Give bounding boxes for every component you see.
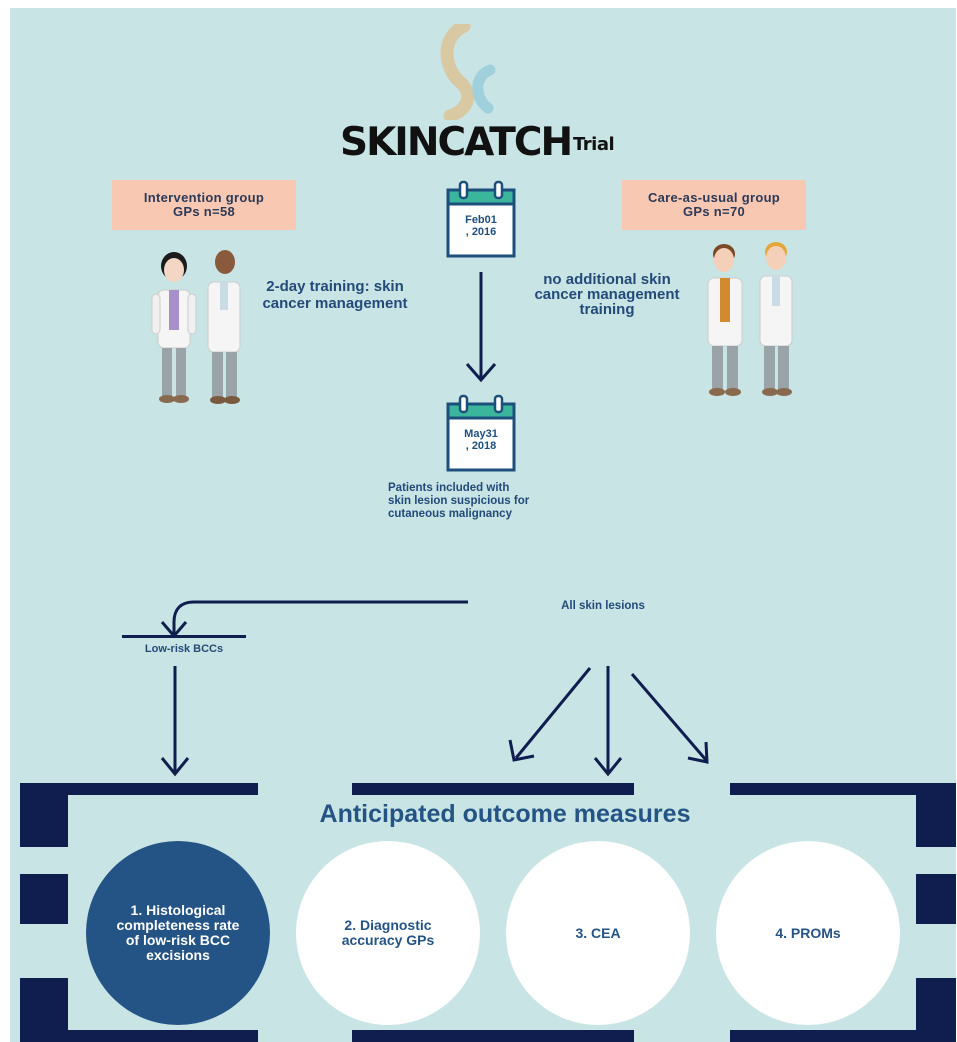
intervention-group-count: GPs n=58: [172, 204, 236, 219]
outcome-text-line: excisions: [146, 947, 210, 963]
patients-note-line: cutaneous malignancy: [388, 508, 512, 520]
outcome-proms: 4. PROMs: [716, 841, 900, 1025]
outcome-frame-right-mid: [916, 874, 956, 924]
timeline-arrow-icon: [465, 272, 497, 383]
outcome-frame-top-left: [20, 783, 258, 795]
calendar-end-icon: [446, 394, 516, 472]
outcome-histological-completeness: 1. Histological completeness rate of low…: [86, 841, 270, 1025]
outcome-frame-bottom-right: [730, 1030, 956, 1042]
outcome-text-line: 3. CEA: [575, 925, 621, 941]
low-risk-down-arrow-icon: [160, 666, 190, 777]
outcomes-heading: Anticipated outcome measures: [319, 800, 691, 828]
calendar-start-label: Feb01 , 2016: [448, 214, 514, 238]
outcome-text-line: completeness rate: [116, 917, 240, 933]
low-risk-bccs-label: Low-risk BCCs: [144, 643, 224, 655]
intervention-doctors-icon: [151, 250, 241, 404]
care-group-count: GPs n=70: [682, 204, 746, 219]
outcome-frame-bottom-left: [20, 1030, 258, 1042]
outcome-frame-left-mid: [20, 874, 68, 924]
outcome-frame-right-top: [916, 783, 956, 847]
outcome-frame-left-top: [20, 783, 68, 847]
care-training-note: no additional skin cancer management tra…: [534, 271, 680, 318]
all-lesions-arrows-icon: [508, 666, 709, 777]
intervention-group-label: Intervention group: [143, 190, 265, 205]
calendar-end-date: May31: [464, 428, 498, 440]
calendar-start-icon: [446, 180, 516, 258]
care-doctors-icon: [707, 242, 793, 396]
outcome-frame-top-middle: [352, 783, 634, 795]
calendar-start-date: Feb01: [465, 214, 497, 226]
intervention-training-note: 2-day training: skin cancer management: [262, 278, 408, 312]
outcome-text-line: 1. Histological: [130, 902, 226, 918]
patients-note-line: Patients included with: [388, 482, 510, 494]
calendar-end-label: May31 , 2018: [448, 428, 514, 452]
low-risk-divider: [122, 635, 246, 638]
trial-title-suffix: Trial: [573, 134, 615, 155]
outcome-text-line: accuracy GPs: [341, 932, 435, 948]
outcome-frame-top-right: [730, 783, 956, 795]
outcome-text-line: 4. PROMs: [775, 925, 841, 941]
outcome-frame-bottom-middle: [352, 1030, 634, 1042]
all-skin-lesions-label: All skin lesions: [561, 600, 645, 612]
calendar-start-year: , 2016: [465, 226, 497, 238]
trial-title: SKINCATCH: [340, 120, 573, 165]
diagram-canvas: SKINCATCH Trial Intervention group GPs n…: [10, 8, 956, 1042]
outcome-text-line: of low-risk BCC: [125, 932, 231, 948]
intervention-group-box: Intervention group GPs n=58: [112, 180, 296, 230]
care-group-box: Care-as-usual group GPs n=70: [622, 180, 806, 230]
patients-inclusion-note: Patients included with skin lesion suspi…: [388, 482, 588, 521]
calendar-end-year: , 2018: [465, 440, 497, 452]
outcome-diagnostic-accuracy: 2. Diagnostic accuracy GPs: [296, 841, 480, 1025]
patients-note-line: skin lesion suspicious for: [388, 495, 530, 507]
outcome-cea: 3. CEA: [506, 841, 690, 1025]
care-group-label: Care-as-usual group: [647, 190, 781, 205]
skincatch-logo-icon: [440, 24, 496, 120]
outcome-text-line: 2. Diagnostic: [344, 917, 432, 933]
